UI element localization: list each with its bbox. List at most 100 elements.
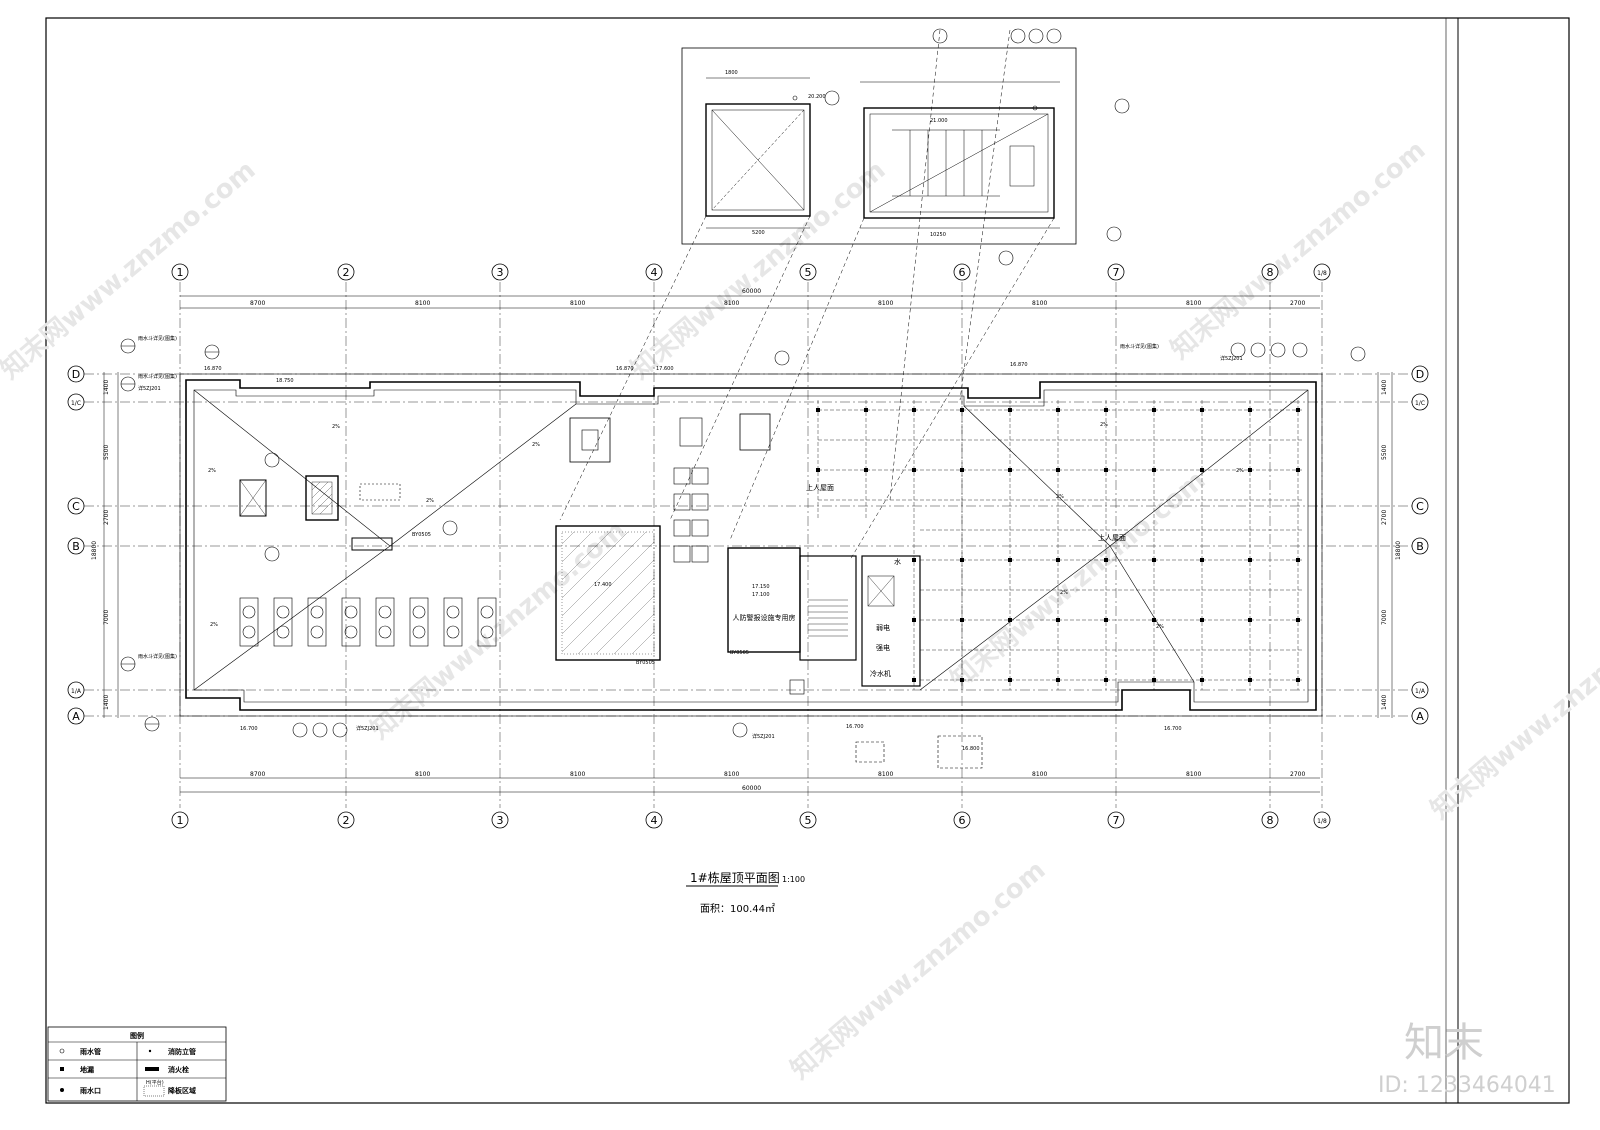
brand-id: ID: 1233464041 xyxy=(1378,1073,1556,1098)
brand-logo: 知末 xyxy=(1404,1020,1484,1066)
elevation-label: 16.800 xyxy=(962,746,980,752)
column-dots xyxy=(816,408,1300,682)
axis-label: 1/A xyxy=(71,688,82,695)
watermark-text: 知末网www.znzmo.com xyxy=(1165,135,1431,365)
annotation-text: 详5ZJ201 xyxy=(752,733,775,740)
dim-row: 1400 xyxy=(103,695,110,710)
axis-label: 1 xyxy=(177,814,184,827)
axis-label: 1/A xyxy=(1415,688,1426,695)
dim-row: 1400 xyxy=(103,380,110,395)
axis-label: 7 xyxy=(1113,814,1120,827)
axis-bubbles-bottom: 1 2 3 4 5 6 7 8 1/8 xyxy=(171,811,1331,829)
axis-label: A xyxy=(72,710,80,723)
inset-left-box xyxy=(705,103,811,217)
axis-label: 7 xyxy=(1113,266,1120,279)
dim-span: 8100 xyxy=(724,300,739,307)
elevation-label: 16.870 xyxy=(1010,362,1028,368)
dim-row: 7000 xyxy=(103,610,110,625)
elevation-label: 17.100 xyxy=(752,592,770,598)
slope-label: 2% xyxy=(1156,624,1164,630)
rooftop-equipment xyxy=(239,475,401,551)
inset-dim: 5200 xyxy=(752,230,765,236)
dim-span: 8700 xyxy=(250,771,265,778)
inset-frame xyxy=(681,47,1077,245)
rain-pipe-icon xyxy=(59,1048,65,1054)
axis-label: A xyxy=(1416,710,1424,723)
dim-row: 1400 xyxy=(1381,695,1388,710)
elevation-label: 16.870 xyxy=(616,366,634,372)
elevation-tags: 16.870 18.750 16.870 17.600 17.150 17.10… xyxy=(204,362,1182,752)
outdoor-ac-units xyxy=(239,597,497,647)
dimension-chain-bottom: 8700 8100 8100 8100 8100 8100 8100 2700 … xyxy=(180,771,1320,793)
drawing-area: 面积：100.44㎡ xyxy=(700,903,775,915)
axis-label: 8 xyxy=(1267,266,1274,279)
legend-title: 图例 xyxy=(130,1031,144,1040)
dim-row: 5500 xyxy=(1381,445,1388,460)
elevation-label: 16.700 xyxy=(240,726,258,732)
stair xyxy=(799,555,857,661)
watermark-text: 知末网www.znzmo.com xyxy=(365,515,631,745)
axis-label: B xyxy=(1416,540,1424,553)
slope-label: 2% xyxy=(210,622,218,628)
legend: 图例 雨水管 消防立管 地漏 消火栓 雨水口 H(平台) 降板区域 xyxy=(47,1026,227,1102)
room-code: BY0505 xyxy=(730,650,749,656)
room-label-hvac: 人防警报设施专用房 xyxy=(733,613,796,622)
floor-drain-icon xyxy=(60,1067,64,1071)
drainage-slope-lines xyxy=(193,389,1309,691)
annotation-text: 详5ZJ201 xyxy=(138,385,161,392)
drawing-title-block: 1#栋屋顶平面图 1:100 面积：100.44㎡ xyxy=(686,870,805,915)
dim-total: 18800 xyxy=(1395,541,1402,560)
legend-note: H(平台) xyxy=(146,1079,164,1086)
room-labels: 人防警报设施专用房 上人屋面 上人屋面 水 弱电 强电 冷水机 BY0505 B… xyxy=(412,483,1126,678)
legend-item: 降板区域 xyxy=(168,1086,196,1095)
drawing-title: 1#栋屋顶平面图 xyxy=(690,870,780,885)
elevation-label: 18.750 xyxy=(276,378,294,384)
hatched-shaft xyxy=(569,417,611,463)
axis-label: 2 xyxy=(343,814,350,827)
dim-span: 8100 xyxy=(1032,300,1047,307)
axis-grid xyxy=(84,282,1412,808)
room-label-strong: 强电 xyxy=(876,643,890,652)
central-core xyxy=(555,413,921,687)
dim-row: 7000 xyxy=(1381,610,1388,625)
axis-label: 5 xyxy=(805,266,812,279)
hatched-skylight xyxy=(555,525,661,661)
dim-span: 8100 xyxy=(570,771,585,778)
elevator-shaft xyxy=(861,555,921,687)
watermark-text: 知末网www.znzmo.com xyxy=(625,155,891,385)
dimension-chain-right: 1400 5500 2700 7000 1400 18800 xyxy=(1377,372,1402,718)
legend-item: 消防立管 xyxy=(168,1047,196,1056)
column-grid-right xyxy=(817,400,1304,690)
axis-label: 4 xyxy=(651,266,658,279)
annotation-text: 雨水斗详见(图集) xyxy=(138,653,177,660)
elevation-label: 16.700 xyxy=(1164,726,1182,732)
dim-span: 8100 xyxy=(1186,771,1201,778)
axis-label: 1 xyxy=(177,266,184,279)
dim-total: 60000 xyxy=(742,785,761,792)
watermark-text: 知末网www.znzmo.com xyxy=(1425,595,1600,825)
elevation-label: 16.870 xyxy=(204,366,222,372)
slope-label: 2% xyxy=(208,468,216,474)
legend-item: 雨水口 xyxy=(80,1086,101,1095)
fire-hydrant-icon xyxy=(145,1067,159,1071)
elevation-label: 17.150 xyxy=(752,584,770,590)
room-label-roof-access: 上人屋面 xyxy=(806,483,834,492)
axis-label: 8 xyxy=(1267,814,1274,827)
watermark-text: 知末网www.znzmo.com xyxy=(785,855,1051,1085)
annotation-text: 雨水斗详见(图集) xyxy=(1120,343,1159,350)
dim-span: 8700 xyxy=(250,300,265,307)
axis-label: 5 xyxy=(805,814,812,827)
annotation-text: 雨水斗详见(图集) xyxy=(138,335,177,342)
inset-dim: 10250 xyxy=(930,232,946,238)
slope-label: 2% xyxy=(1056,494,1064,500)
annotation-text: 雨水斗详见(图集) xyxy=(138,373,177,380)
axis-label: 2 xyxy=(343,266,350,279)
lowered-slab-icon xyxy=(143,1085,165,1097)
elevation-label: 17.400 xyxy=(594,582,612,588)
room-code: BY0505 xyxy=(636,660,655,666)
inset-dim: 1800 xyxy=(725,70,738,76)
axis-label: D xyxy=(72,368,80,381)
slope-label: 2% xyxy=(1060,590,1068,596)
dimension-chain-left: 1400 5500 2700 7000 1400 18800 xyxy=(91,372,119,718)
dim-row: 2700 xyxy=(103,510,110,525)
